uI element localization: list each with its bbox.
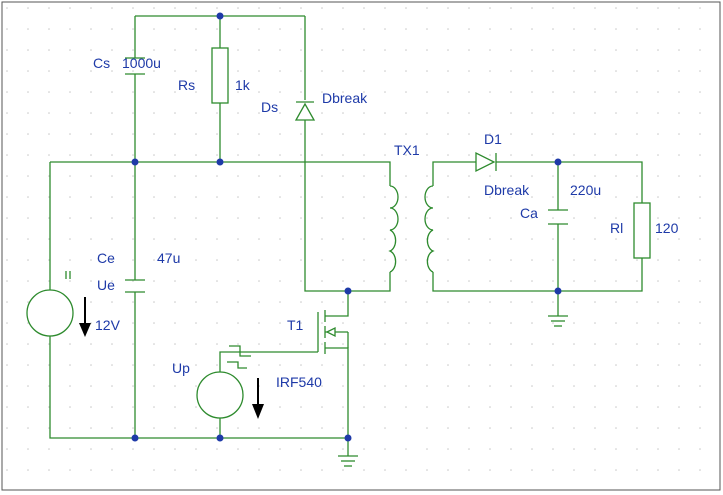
rs-name-label: Rs <box>178 77 195 93</box>
wires <box>49 15 643 456</box>
ground-symbol-mosfet <box>338 455 358 467</box>
ce-name-label: Ce <box>97 250 115 266</box>
diode-ds <box>294 101 316 121</box>
ce-value-label: 47u <box>157 250 180 266</box>
junction-nodes <box>131 12 562 442</box>
ca-value-label: 220u <box>570 182 601 198</box>
cs-name-label: Cs <box>93 55 110 71</box>
tx1-name-label: TX1 <box>394 142 420 158</box>
voltage-source-ue <box>26 271 91 337</box>
ds-model-label: Dbreak <box>322 90 368 106</box>
d1-model-label: Dbreak <box>484 182 530 198</box>
component-labels: Cs 1000u Rs 1k Ds Dbreak TX1 D1 Dbreak 2… <box>93 55 679 390</box>
capacitor-cs <box>125 57 145 75</box>
resistor-rs <box>211 47 229 104</box>
ca-name-label: Ca <box>520 205 538 221</box>
d1-name-label: D1 <box>484 131 502 147</box>
ds-name-label: Ds <box>261 99 278 115</box>
grid-dots <box>6 7 701 471</box>
t1-model-label: IRF540 <box>276 374 322 390</box>
t1-name-label: T1 <box>287 317 304 333</box>
capacitor-ce <box>125 279 145 293</box>
mosfet-t1 <box>260 305 349 354</box>
ue-value-label: 12V <box>95 317 121 333</box>
capacitor-ca <box>548 209 568 225</box>
diode-d1 <box>475 151 497 173</box>
cs-value-label: 1000u <box>122 55 161 71</box>
rl-name-label: Rl <box>610 220 623 236</box>
resistor-rl <box>633 202 651 259</box>
rs-value-label: 1k <box>235 77 251 93</box>
up-name-label: Up <box>172 360 190 376</box>
ground-symbol-output <box>548 315 568 327</box>
transformer-tx1 <box>388 185 435 273</box>
pulse-source-up <box>196 345 264 419</box>
rl-value-label: 120 <box>655 220 679 236</box>
ue-name-label: Ue <box>97 277 115 293</box>
